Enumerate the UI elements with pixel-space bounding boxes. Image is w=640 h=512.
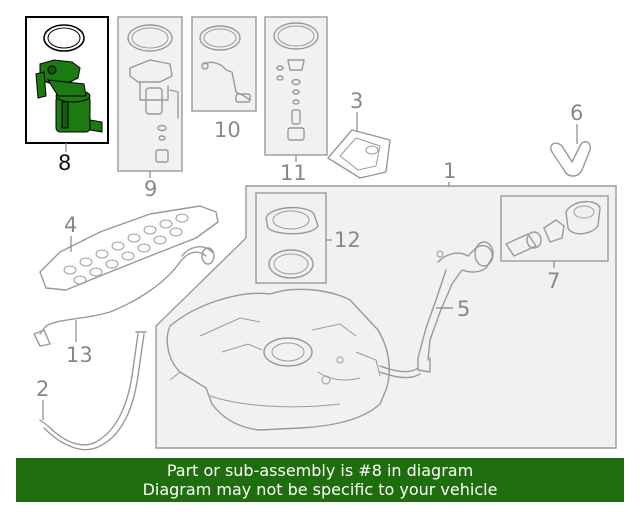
- part-8-seal-ring-icon: [43, 24, 85, 52]
- part-3-plate-icon: [327, 129, 391, 179]
- part-10-group[interactable]: 10: [191, 16, 257, 142]
- part-6-clip-icon: [550, 140, 592, 177]
- callout-1: 1: [443, 159, 456, 183]
- callout-3: 3: [350, 89, 363, 113]
- callout-13: 13: [66, 343, 93, 367]
- part-6-group[interactable]: 6: [550, 101, 592, 177]
- part-4-shield-holes-icon: [63, 213, 189, 285]
- notice-banner-line-2: Diagram may not be specific to your vehi…: [142, 480, 498, 499]
- notice-banner-line-1: Part or sub-assembly is #8 in diagram: [166, 461, 474, 480]
- callout-10: 10: [214, 118, 241, 142]
- part-9-pump-assembly-icon: [127, 24, 179, 163]
- callout-5: 5: [457, 297, 470, 321]
- callout-4: 4: [64, 213, 77, 237]
- callout-8: 8: [58, 151, 71, 175]
- part-5-group[interactable]: 5: [417, 241, 494, 373]
- part-7-box: [500, 195, 609, 262]
- callout-2: 2: [36, 377, 49, 401]
- part-9-group[interactable]: 9: [117, 16, 183, 201]
- part-8-pump-icon: [35, 59, 103, 133]
- part-1-fuel-tank-icon: [166, 288, 390, 431]
- part-4-group[interactable]: 4: [39, 205, 219, 291]
- part-8-seal-ring-inner-icon: [47, 27, 81, 49]
- callout-7: 7: [547, 269, 560, 293]
- notice-banner: Part or sub-assembly is #8 in diagram Di…: [16, 458, 624, 502]
- part-7-cap-assembly-icon: [505, 201, 601, 257]
- part-13-group[interactable]: 13: [33, 246, 215, 367]
- part-4-shield-icon: [39, 205, 219, 291]
- part-3-group[interactable]: 3: [327, 89, 391, 179]
- part-11-group[interactable]: 11: [264, 16, 328, 185]
- callout-12: 12: [334, 228, 361, 252]
- part-10-sender-icon: [199, 25, 251, 103]
- callout-9: 9: [144, 177, 157, 201]
- part-2-group[interactable]: 2: [36, 331, 147, 451]
- part-13-tube-icon: [39, 251, 207, 335]
- part-11-regulator-icon: [273, 22, 319, 141]
- part-2-strap-icon: [39, 333, 139, 446]
- part-8-group[interactable]: 8: [25, 16, 109, 175]
- callout-11: 11: [280, 161, 307, 185]
- part-5-filler-neck-icon: [417, 241, 494, 373]
- part-12-gasket-icon: [265, 207, 319, 279]
- part-7-group[interactable]: 7: [500, 195, 609, 293]
- part-12-box: [255, 192, 327, 284]
- callout-6: 6: [570, 101, 583, 125]
- part-12-group[interactable]: 12: [255, 192, 361, 284]
